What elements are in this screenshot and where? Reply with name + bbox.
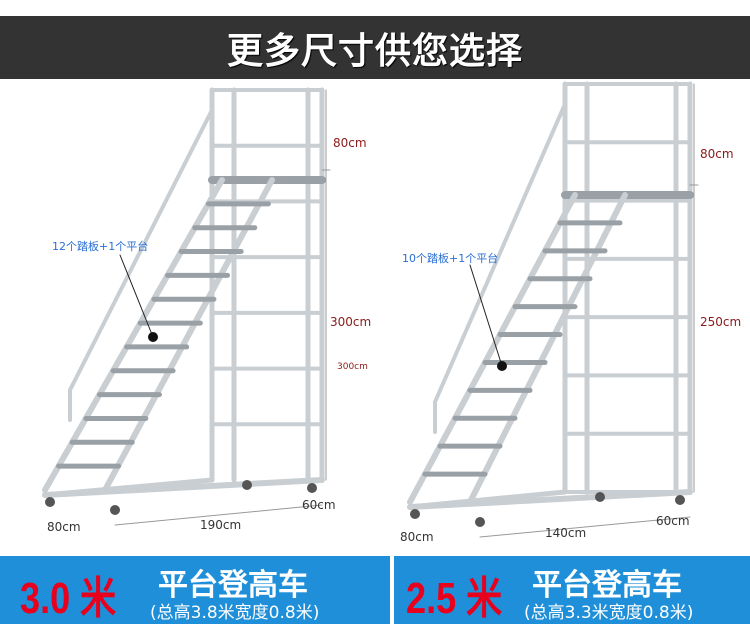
left-dim-small: 300cm [337,362,368,372]
right-banner-subtitle: (总高3.3米宽度0.8米) [524,603,694,623]
left-dim-depth: 60cm [302,498,336,512]
header-bar: 更多尺寸供您选择 [0,16,750,79]
right-banner-title: 平台登高车 [532,568,682,603]
wheel [242,480,252,490]
annotation-dot [148,332,158,342]
ladder-handrail [433,102,567,404]
right-dim-length: 140cm [545,526,587,540]
right-annotation: 10个踏板+1个平台 [402,252,499,265]
wheel [475,517,485,527]
ladder-base [42,477,215,498]
left-dim-top: 80cm [333,136,367,150]
left-dim-width: 80cm [47,520,81,534]
annotation-pointer [119,254,154,338]
right-dim-middle: 250cm [700,315,742,329]
wheel [595,492,605,502]
right-banner: 2.5 米 平台登高车 (总高3.3米宽度0.8米) [394,556,750,624]
wheel [307,483,317,493]
dimension-line [479,516,691,538]
left-banner-height: 3.0 米 [20,574,117,623]
wheel [675,495,685,505]
right-dim-top: 80cm [700,147,734,161]
annotation-pointer [469,264,503,367]
left-banner-title: 平台登高车 [158,568,308,603]
wheel [45,497,55,507]
left-banner: 3.0 米 平台登高车 (总高3.8米宽度0.8米) [0,556,390,624]
dimension-line [114,504,323,526]
ladder-stringer [42,177,225,493]
right-banner-height: 2.5 米 [406,574,503,623]
annotation-dot [497,361,507,371]
ladder-stringer [102,177,275,493]
left-annotation: 12个踏板+1个平台 [52,240,149,253]
ladder-handrail [68,108,214,392]
ladder-stringer [407,192,578,505]
left-banner-subtitle: (总高3.8米宽度0.8米) [150,603,320,623]
header-title: 更多尺寸供您选择 [226,30,523,72]
left-dim-length: 190cm [200,518,242,532]
right-dim-depth: 60cm [656,514,690,528]
wheel [110,505,120,515]
right-dim-width: 80cm [400,530,434,544]
ladder-base [407,489,568,510]
left-dim-middle: 300cm [330,315,372,329]
ladder-stringer [467,192,628,505]
wheel [410,509,420,519]
